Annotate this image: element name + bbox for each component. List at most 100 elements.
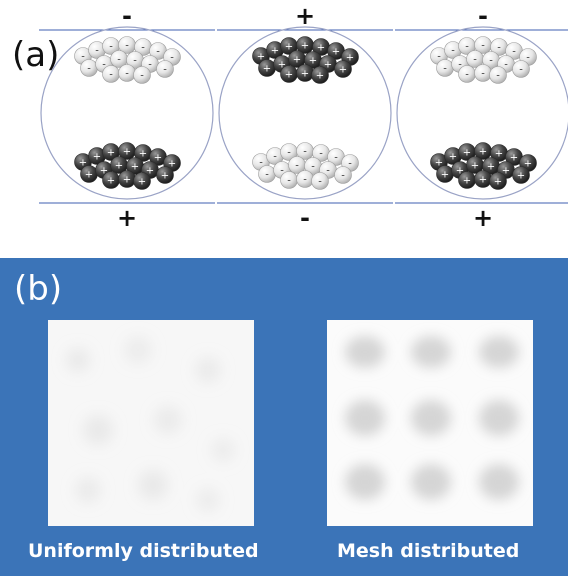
bottom-electrode-sign: - <box>300 204 310 232</box>
positive-particle <box>311 66 329 84</box>
particle-sign: + <box>301 69 309 80</box>
particle-sign: + <box>168 159 176 170</box>
capsule-outline <box>396 26 568 200</box>
particle-sign: + <box>510 153 518 164</box>
particle-sign: - <box>156 47 160 58</box>
negative-particle <box>512 60 530 78</box>
top-particles: ++++++++++++++++ <box>252 36 359 84</box>
panel-b-label: (b) <box>14 269 63 309</box>
positive-particle <box>334 60 352 78</box>
mesh-display-screen <box>327 320 533 526</box>
particle-sign: - <box>125 69 129 80</box>
particle-sign: + <box>456 166 464 177</box>
panel-a: (a) ----------------++++++++++++++++-+++… <box>0 0 568 245</box>
positive-particle <box>133 172 151 190</box>
panel-b: (b) <box>0 258 568 576</box>
particle-sign: + <box>115 161 123 172</box>
particle-sign: + <box>293 55 301 66</box>
particle-sign: + <box>93 152 101 163</box>
particle-sign: + <box>517 171 525 182</box>
particle-sign: + <box>316 71 324 82</box>
particle-sign: + <box>278 60 286 71</box>
caption-uniformly-distributed: Uniformly distributed <box>28 540 259 562</box>
negative-particle <box>489 66 507 84</box>
particle-sign: + <box>487 162 495 173</box>
top-electrode-sign: - <box>478 2 488 30</box>
particle-sign: + <box>332 47 340 58</box>
particle-sign: - <box>504 60 508 71</box>
particle-sign: + <box>257 52 265 63</box>
negative-particle <box>156 60 174 78</box>
particle-sign: - <box>95 46 99 57</box>
particle-sign: - <box>87 64 91 75</box>
particle-sign: - <box>481 69 485 80</box>
particle-sign: + <box>131 162 139 173</box>
particle-sign: - <box>117 55 121 66</box>
particle-sign: - <box>465 70 469 81</box>
negative-particle <box>133 66 151 84</box>
particle-sign: + <box>479 147 487 158</box>
particle-sign: + <box>435 158 443 169</box>
particle-sign: + <box>146 166 154 177</box>
particle-sign: - <box>465 42 469 53</box>
bottom-particles: ++++++++++++++++ <box>74 142 181 190</box>
particle-sign: - <box>295 161 299 172</box>
particle-sign: - <box>497 43 501 54</box>
particle-sign: - <box>473 55 477 66</box>
particle-sign: + <box>285 70 293 81</box>
particle-sign: - <box>334 153 338 164</box>
particle-sign: + <box>107 148 115 159</box>
particle-sign: + <box>139 149 147 160</box>
particle-sign: - <box>259 158 263 169</box>
particle-sign: + <box>138 177 146 188</box>
particle-sign: + <box>271 46 279 57</box>
particle-sign: - <box>303 175 307 186</box>
top-electrode-sign: + <box>295 2 315 30</box>
particle-sign: + <box>463 148 471 159</box>
negative-particle <box>334 166 352 184</box>
uniform-display-screen <box>48 320 254 526</box>
particle-sign: - <box>287 176 291 187</box>
particle-sign: - <box>102 60 106 71</box>
particle-sign: - <box>311 162 315 173</box>
particle-sign: - <box>318 177 322 188</box>
particle-sign: - <box>319 149 323 160</box>
positive-particle <box>512 166 530 184</box>
particle-sign: - <box>451 46 455 57</box>
particle-sign: - <box>125 41 129 52</box>
particle-sign: - <box>303 147 307 158</box>
particle-sign: - <box>341 171 345 182</box>
particle-sign: - <box>348 159 352 170</box>
particle-sign: + <box>123 175 131 186</box>
bottom-electrode-sign: + <box>473 204 493 232</box>
particle-sign: + <box>161 171 169 182</box>
particle-sign: + <box>463 176 471 187</box>
particle-sign: + <box>285 42 293 53</box>
electrophoretic-cells-diagram: ----------------++++++++++++++++-+++++++… <box>39 2 568 232</box>
particle-sign: - <box>163 65 167 76</box>
particle-sign: - <box>496 71 500 82</box>
particle-sign: - <box>481 41 485 52</box>
bottom-particles: ---------------- <box>252 142 359 190</box>
particle-sign: + <box>449 152 457 163</box>
particle-sign: + <box>100 166 108 177</box>
top-particles: ---------------- <box>74 36 181 84</box>
particle-sign: + <box>346 53 354 64</box>
positive-particle <box>156 166 174 184</box>
particle-sign: + <box>441 170 449 181</box>
particle-sign: + <box>317 43 325 54</box>
particle-sign: - <box>526 53 530 64</box>
top-particles: ---------------- <box>430 36 537 84</box>
particle-sign: + <box>123 147 131 158</box>
particle-sign: - <box>489 56 493 67</box>
capsule-outline <box>40 26 214 200</box>
top-electrode-sign: - <box>122 2 132 30</box>
particle-sign: + <box>85 170 93 181</box>
particle-sign: + <box>263 64 271 75</box>
caption-mesh-distributed: Mesh distributed <box>337 540 520 562</box>
particle-sign: + <box>154 153 162 164</box>
bottom-electrode-sign: + <box>117 204 137 232</box>
particle-sign: - <box>273 152 277 163</box>
particle-sign: - <box>170 53 174 64</box>
particle-sign: + <box>479 175 487 186</box>
